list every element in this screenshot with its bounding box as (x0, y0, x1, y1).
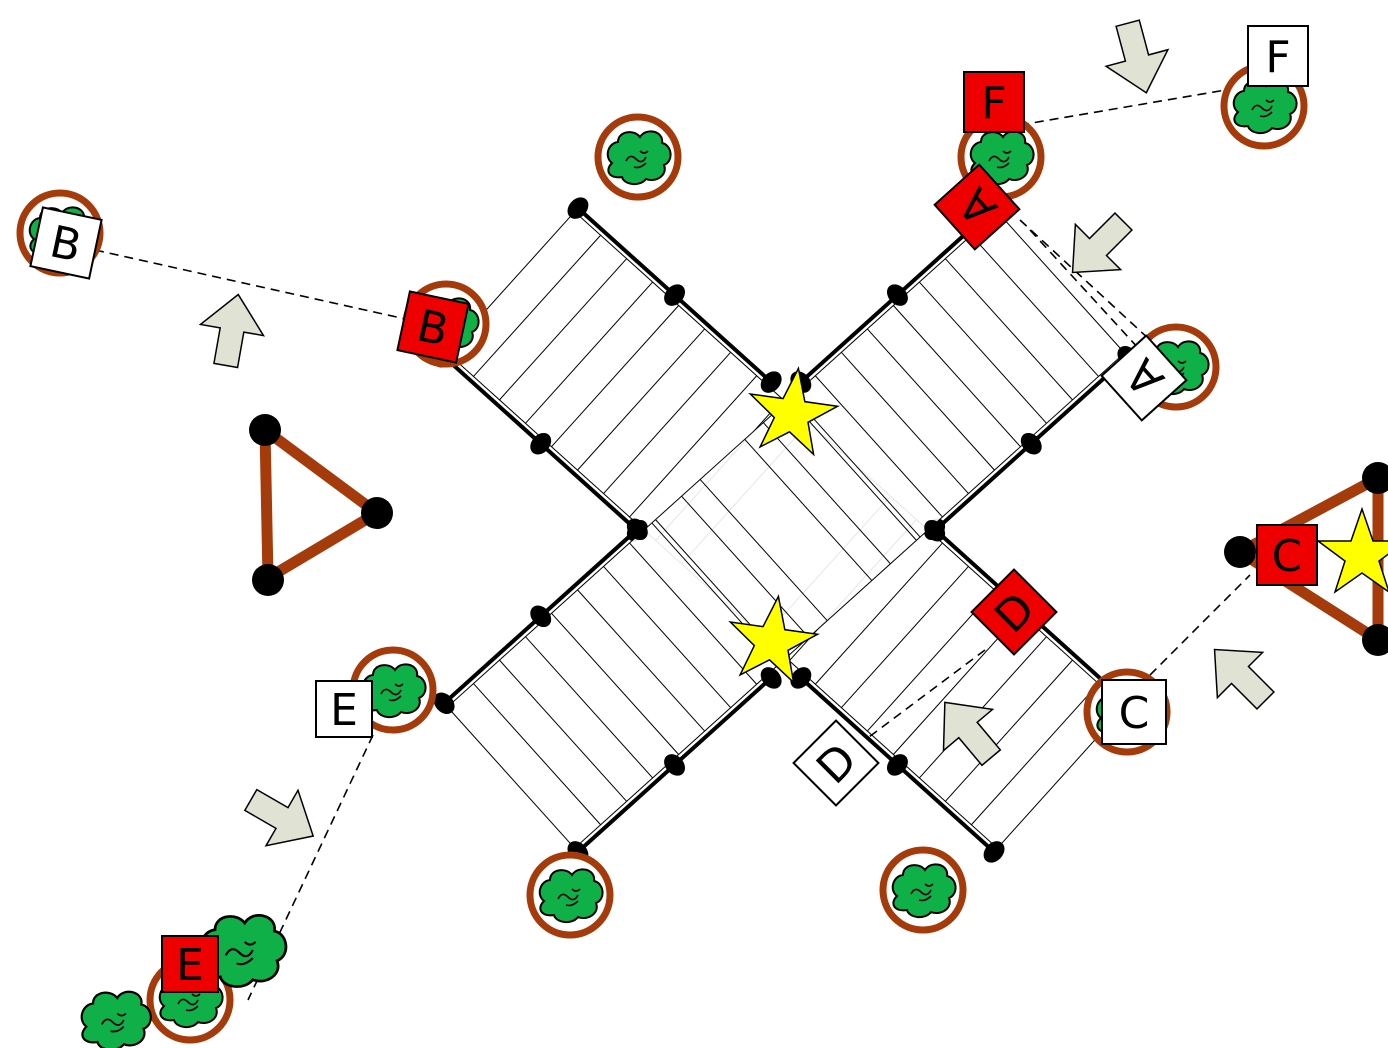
connector-a-2 (1029, 229, 1141, 351)
connector-b (94, 249, 411, 321)
svg-text:F: F (1265, 32, 1290, 83)
tag-a-red: A (933, 163, 1021, 251)
tag-e-white: E (315, 680, 373, 738)
arrow-icon (1191, 626, 1289, 724)
planter-icon (530, 855, 610, 935)
arrow-icon (1049, 198, 1147, 296)
tag-c-white: C (1101, 679, 1167, 745)
planter-icon (598, 117, 678, 197)
arrow-icon (234, 771, 330, 865)
walkway-arm-sw-ne (433, 197, 1139, 863)
svg-text:E: E (176, 940, 204, 991)
svg-text:E: E (330, 685, 358, 736)
tag-a-white: A (1100, 334, 1188, 422)
tag-d-red: D (970, 568, 1058, 656)
tag-b-white: B (29, 206, 103, 280)
arrow-icon (1096, 14, 1178, 102)
tag-b-red: B (396, 290, 470, 364)
planter-icon (883, 850, 963, 930)
tag-f-white: F (1247, 25, 1309, 87)
tag-d-white: D (792, 719, 880, 807)
walkway-cross (433, 197, 1139, 863)
svg-text:C: C (1272, 531, 1303, 582)
tag-f-red: F (963, 71, 1025, 133)
bush-icon (80, 990, 152, 1048)
tag-c-red: C (1256, 524, 1318, 586)
connector-c (1149, 574, 1251, 676)
connector-f (1019, 84, 1256, 126)
arrow-icon (193, 288, 271, 372)
connector-d (864, 649, 986, 741)
station-tags: F F A A B B C C (29, 25, 1318, 993)
svg-text:F: F (981, 78, 1006, 129)
svg-text:C: C (1119, 688, 1150, 739)
equipment-triangle-left (249, 414, 393, 596)
tag-e-red: E (161, 935, 219, 993)
